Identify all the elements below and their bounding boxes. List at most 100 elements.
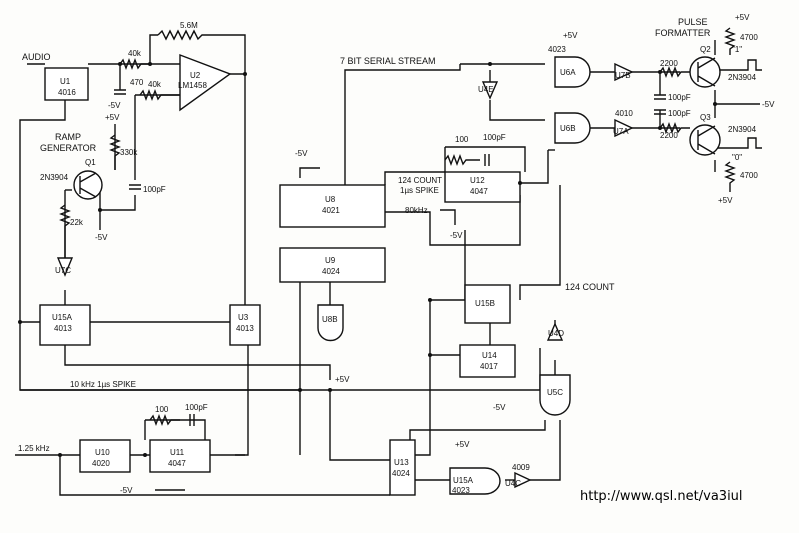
junction-dots xyxy=(18,62,717,457)
label-parts-u8b: 4021 xyxy=(322,206,340,215)
label-values-r40k1: 40k xyxy=(128,49,142,58)
count-124-label-b: 124 COUNT xyxy=(565,282,615,292)
wires xyxy=(15,34,760,496)
label-parts-u11a: U11 xyxy=(170,448,185,457)
labels: AUDIO RAMP GENERATOR 7 BIT SERIAL STREAM… xyxy=(18,13,775,504)
q3-transistor xyxy=(689,124,721,156)
q2-transistor xyxy=(689,56,721,88)
label-values-c470: 470 xyxy=(130,78,144,87)
label-parts-q3: Q3 xyxy=(700,113,711,122)
u11-box xyxy=(149,439,211,473)
resistors xyxy=(59,27,736,426)
label-parts-u14a: U14 xyxy=(482,351,497,360)
label-parts-u8a: U8 xyxy=(325,195,336,204)
resistor-40k-b xyxy=(139,89,180,101)
label-parts-u5c: U5C xyxy=(547,388,563,397)
count-124-label-a: 124 COUNT xyxy=(398,176,442,185)
label-values-c100p1: 100pF xyxy=(143,185,166,194)
u4c-buffer xyxy=(514,471,532,489)
resistor-4700-b xyxy=(724,161,736,192)
u13-box xyxy=(389,439,416,496)
resistor-100-b xyxy=(149,414,180,426)
resistor-100-a xyxy=(444,154,480,166)
source-url: http://www.qsl.net/va3iul xyxy=(580,489,743,504)
label-parts-u9a: U9 xyxy=(325,256,336,265)
label-parts-u13b: 4024 xyxy=(392,469,410,478)
label-supplies-p5c: +5V xyxy=(735,13,750,22)
label-parts-u3a: U3 xyxy=(238,313,249,322)
spike-label: 1µs SPIKE xyxy=(400,186,439,195)
label-supplies-m5d: -5V xyxy=(450,231,463,240)
resistor-40k-a xyxy=(119,58,152,70)
u12-box xyxy=(444,171,521,203)
u14-box xyxy=(459,344,516,378)
label-values-r100a: 100 xyxy=(455,135,469,144)
label-supplies-p5a: +5V xyxy=(105,113,120,122)
u7b-buffer xyxy=(614,62,634,82)
u10-box xyxy=(79,439,131,473)
label-supplies-p5d: +5V xyxy=(718,196,733,205)
label-parts-u4d: U4D xyxy=(548,329,564,338)
resistor-2200-a xyxy=(659,66,690,78)
label-values-r22k: 22k xyxy=(70,218,84,227)
label-parts-u7b: U7B xyxy=(615,71,631,80)
transistors xyxy=(73,56,721,200)
capacitors xyxy=(114,89,666,426)
label-supplies-m5a: -5V xyxy=(108,101,121,110)
resistor-22k xyxy=(59,204,71,258)
label-values-r40k2: 40k xyxy=(148,80,162,89)
label-parts-u12a: U12 xyxy=(470,176,485,185)
label-supplies-m5e: -5V xyxy=(762,100,775,109)
label-supplies-p5b: +5V xyxy=(563,31,578,40)
label-supplies-m5f: -5V xyxy=(493,403,506,412)
label-supplies-m5g: -5V xyxy=(120,486,133,495)
u2-opamp xyxy=(179,53,232,112)
u8-box xyxy=(279,184,386,228)
ic-boxes xyxy=(39,67,521,496)
label-parts-u6a: U6A xyxy=(560,68,576,77)
serial-stream-label: 7 BIT SERIAL STREAM xyxy=(340,56,436,66)
label-parts-u10b: 4020 xyxy=(92,459,110,468)
khz-10-label: 10 kHz 1µs SPIKE xyxy=(70,380,136,389)
label-parts-u15xb: 4023 xyxy=(452,486,470,495)
label-parts-u1a: U1 xyxy=(60,77,71,86)
label-values-c100pc: 100pF xyxy=(668,109,691,118)
label-parts-u2b: LM1458 xyxy=(178,81,207,90)
u7a-buffer xyxy=(614,118,634,138)
khz-80-label: 80kHz xyxy=(405,206,428,215)
u6b-gate xyxy=(554,112,591,144)
label-pins-0b: "0" xyxy=(732,153,742,162)
label-values-r330k: 330k xyxy=(120,148,138,157)
u8b-gate xyxy=(317,304,344,342)
u6a-gate xyxy=(554,56,591,88)
resistor-4700-a xyxy=(724,27,736,55)
label-parts-u7a: U7A xyxy=(613,127,629,136)
pulse-symbol-1 xyxy=(742,59,762,71)
label-parts-u1b: 4016 xyxy=(58,88,76,97)
label-parts-u13a: U13 xyxy=(394,458,409,467)
label-parts-u3b: 4013 xyxy=(236,324,254,333)
u15a-box xyxy=(39,304,91,346)
u4d-buffer xyxy=(546,322,564,341)
ramp-label: RAMP xyxy=(55,132,81,142)
label-parts-u4c: U4C xyxy=(505,479,521,488)
label-supplies-m5b: -5V xyxy=(95,233,108,242)
resistor-5-6m xyxy=(157,29,220,41)
label-parts-u8b_gate: U8B xyxy=(322,315,338,324)
u9-box xyxy=(279,247,386,283)
label-parts-u4023: 4023 xyxy=(548,45,566,54)
u3-box xyxy=(229,304,261,346)
label-parts-u15xa: U15A xyxy=(453,476,474,485)
label-values-c100pa: 100pF xyxy=(483,133,506,142)
u15b-box xyxy=(464,284,511,324)
khz-125-label: 1.25 kHz xyxy=(18,444,50,453)
u5c-gate xyxy=(539,374,571,416)
u1-box xyxy=(44,67,89,101)
generator-label: GENERATOR xyxy=(40,143,97,153)
label-parts-q3t: 2N3904 xyxy=(728,125,757,134)
label-supplies-p5e: +5V xyxy=(335,375,350,384)
label-values-r2200b: 2200 xyxy=(660,131,678,140)
pulse-symbol-2 xyxy=(742,137,762,149)
